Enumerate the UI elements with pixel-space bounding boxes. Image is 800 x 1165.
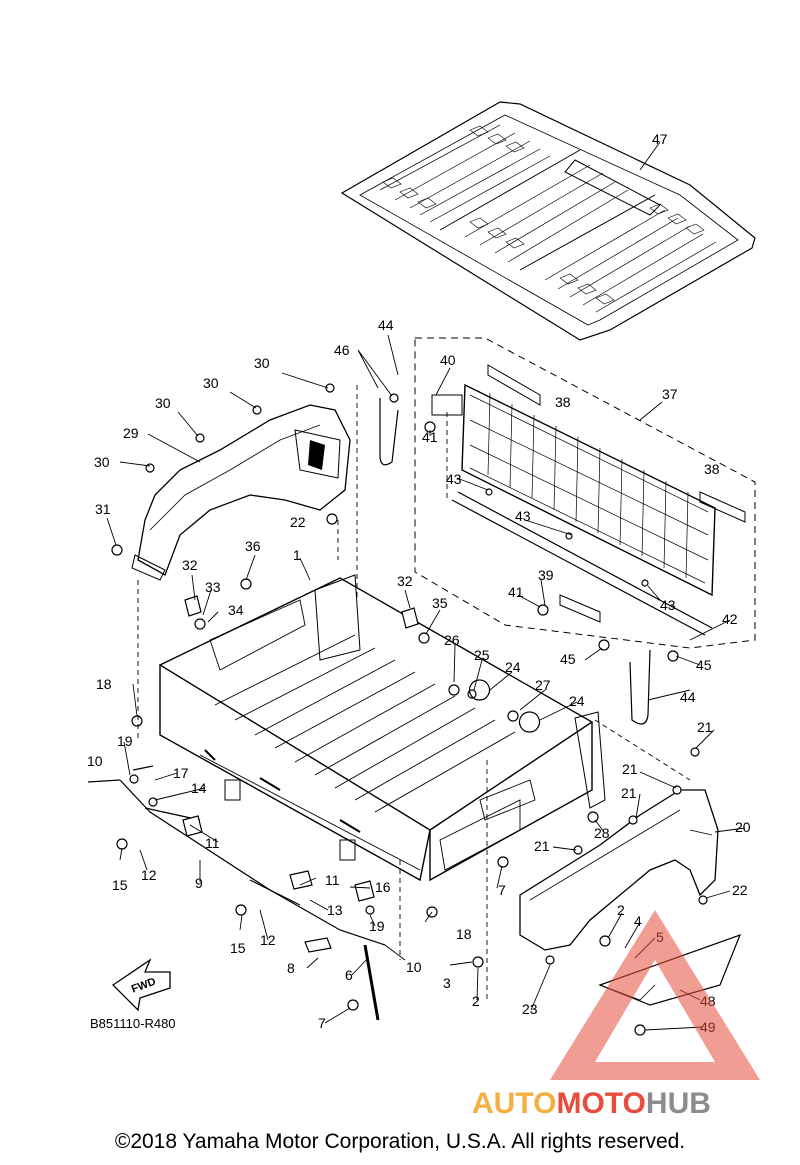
fastener-drawings bbox=[111, 383, 708, 1036]
copyright-notice: ©2018 Yamaha Motor Corporation, U.S.A. A… bbox=[114, 1130, 686, 1153]
callout: 32 bbox=[182, 557, 198, 573]
callout: 29 bbox=[123, 425, 139, 441]
callout: 41 bbox=[422, 429, 438, 445]
callout: 12 bbox=[141, 867, 157, 883]
callout: 30 bbox=[94, 454, 110, 470]
callout: 43 bbox=[515, 508, 531, 524]
callout: 1 bbox=[293, 547, 301, 563]
callout: 18 bbox=[456, 926, 472, 942]
callout: 18 bbox=[96, 676, 112, 692]
callout: 30 bbox=[254, 355, 270, 371]
watermark: AUTOMOTOHUB bbox=[472, 910, 760, 1120]
callout: 28 bbox=[594, 825, 610, 841]
callout: 30 bbox=[203, 375, 219, 391]
callout: 44 bbox=[378, 317, 394, 333]
callout: 39 bbox=[538, 567, 554, 583]
callout: 26 bbox=[444, 632, 460, 648]
callout: 8 bbox=[287, 960, 295, 976]
callout: 4 bbox=[634, 913, 642, 929]
cargo-bed-drawing bbox=[158, 574, 606, 882]
callout-labels: 1 2 2 3 4 5 6 7 7 8 9 10 10 11 11 12 12 … bbox=[87, 131, 751, 1035]
watermark-part-auto: AUTO bbox=[472, 1087, 556, 1120]
callout: 23 bbox=[522, 1001, 538, 1017]
callout: 24 bbox=[569, 693, 585, 709]
callout: 27 bbox=[535, 677, 551, 693]
support-cable-drawing bbox=[379, 398, 651, 725]
callout: 13 bbox=[327, 902, 343, 918]
callout: 30 bbox=[155, 395, 171, 411]
callout: 9 bbox=[195, 875, 203, 891]
callout: 15 bbox=[112, 877, 128, 893]
callout: 32 bbox=[397, 573, 413, 589]
callout: 7 bbox=[498, 882, 506, 898]
watermark-logo-text: AUTOMOTOHUB bbox=[472, 1087, 711, 1120]
callout: 31 bbox=[95, 501, 111, 517]
bed-mat-drawing bbox=[340, 101, 756, 341]
callout: 16 bbox=[375, 879, 391, 895]
callout: 2 bbox=[472, 993, 480, 1009]
callout: 19 bbox=[117, 733, 133, 749]
callout: 12 bbox=[260, 932, 276, 948]
callout: 21 bbox=[697, 719, 713, 735]
fwd-arrow: FWD bbox=[111, 958, 171, 1012]
callout: 22 bbox=[732, 882, 748, 898]
callout: 10 bbox=[87, 753, 103, 769]
callout: 45 bbox=[696, 657, 712, 673]
callout: 6 bbox=[345, 967, 353, 983]
callout: 37 bbox=[662, 386, 678, 402]
callout: 43 bbox=[660, 597, 676, 613]
callout: 41 bbox=[508, 584, 524, 600]
watermark-triangle bbox=[550, 910, 760, 1080]
callout: 42 bbox=[722, 611, 738, 627]
callout: 36 bbox=[245, 538, 261, 554]
callout: 21 bbox=[621, 785, 637, 801]
callout: 3 bbox=[443, 975, 451, 991]
callout: 7 bbox=[318, 1015, 326, 1031]
callout: 45 bbox=[560, 651, 576, 667]
callout: 43 bbox=[446, 471, 462, 487]
callout: 34 bbox=[228, 602, 244, 618]
left-fender-drawing bbox=[131, 404, 351, 581]
callout: 14 bbox=[191, 780, 207, 796]
callout: 10 bbox=[406, 959, 422, 975]
watermark-part-moto: MOTO bbox=[556, 1087, 645, 1120]
callout: 44 bbox=[680, 689, 696, 705]
callout: 35 bbox=[432, 595, 448, 611]
callout: 21 bbox=[534, 838, 550, 854]
callout: 38 bbox=[555, 394, 571, 410]
callout: 17 bbox=[173, 765, 189, 781]
callout: 24 bbox=[505, 659, 521, 675]
callout: 25 bbox=[474, 647, 490, 663]
callout: 47 bbox=[652, 131, 668, 147]
callout: 11 bbox=[325, 872, 340, 888]
callout: 15 bbox=[230, 940, 246, 956]
callout: 2 bbox=[617, 902, 625, 918]
callout: 38 bbox=[704, 461, 720, 477]
callout: 11 bbox=[205, 835, 220, 851]
callout: 46 bbox=[334, 342, 350, 358]
tailgate-assembly-drawing bbox=[414, 337, 756, 649]
watermark-part-hub: HUB bbox=[646, 1087, 711, 1120]
callout: 22 bbox=[290, 514, 306, 530]
callout: 33 bbox=[205, 579, 221, 595]
callout: 21 bbox=[622, 761, 638, 777]
diagram-reference-code: B851110-R480 bbox=[90, 1016, 176, 1031]
leader-lines bbox=[106, 141, 746, 1031]
callout: 20 bbox=[735, 819, 751, 835]
callout: 40 bbox=[440, 352, 456, 368]
callout: 19 bbox=[369, 918, 385, 934]
